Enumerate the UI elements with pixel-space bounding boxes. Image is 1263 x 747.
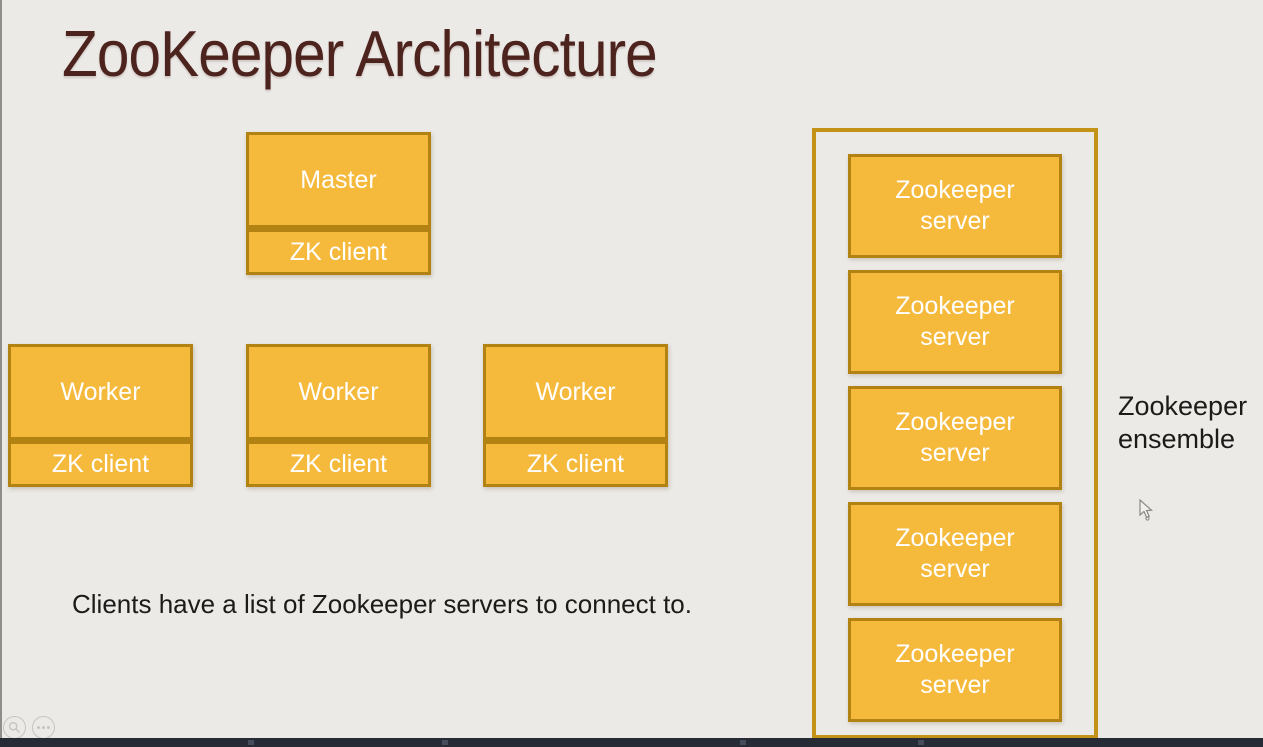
magnifier-glyph: [8, 721, 20, 733]
worker-box-main: Worker: [11, 347, 190, 437]
server-label-line2: server: [920, 555, 990, 583]
master-box: Master ZK client: [246, 132, 431, 275]
master-box-main: Master: [249, 135, 428, 225]
zookeeper-server-box-5: Zookeeper server: [848, 618, 1062, 722]
worker-zk-client: ZK client: [11, 444, 190, 484]
worker-label: Worker: [535, 377, 616, 406]
ellipsis-dot: [42, 726, 45, 729]
zookeeper-server-box-4: Zookeeper server: [848, 502, 1062, 606]
worker-zk-client: ZK client: [249, 444, 428, 484]
worker-box-3: Worker ZK client: [483, 344, 668, 487]
more-options-icon[interactable]: [32, 716, 55, 739]
ellipsis-dot: [47, 726, 50, 729]
ensemble-label: Zookeeper ensemble: [1118, 390, 1247, 456]
server-label-line2: server: [920, 671, 990, 699]
server-label-line1: Zookeeper: [895, 408, 1015, 436]
worker-zk-client: ZK client: [486, 444, 665, 484]
server-label-line2: server: [920, 439, 990, 467]
zookeeper-server-box-3: Zookeeper server: [848, 386, 1062, 490]
zookeeper-ensemble-container: Zookeeper server Zookeeper server Zookee…: [812, 128, 1098, 739]
screen-left-edge: [0, 0, 2, 738]
server-label-line1: Zookeeper: [895, 524, 1015, 552]
worker-zk-client-label: ZK client: [526, 449, 625, 478]
progress-marker: [248, 740, 254, 745]
ellipsis-dot: [37, 726, 40, 729]
master-zk-client: ZK client: [249, 232, 428, 272]
zookeeper-server-box-2: Zookeeper server: [848, 270, 1062, 374]
server-label-line2: server: [920, 207, 990, 235]
worker-box-main: Worker: [486, 347, 665, 437]
page-title: ZooKeeper Architecture: [62, 17, 658, 90]
ensemble-label-line2: ensemble: [1118, 424, 1236, 454]
worker-box-1: Worker ZK client: [8, 344, 193, 487]
worker-label: Worker: [298, 377, 379, 406]
zookeeper-server-box-1: Zookeeper server: [848, 154, 1062, 258]
server-label-line2: server: [920, 323, 990, 351]
server-label-line1: Zookeeper: [895, 292, 1015, 320]
worker-label: Worker: [60, 377, 141, 406]
progress-marker: [740, 740, 746, 745]
worker-box-2: Worker ZK client: [246, 344, 431, 487]
worker-zk-client-label: ZK client: [289, 449, 388, 478]
worker-box-main: Worker: [249, 347, 428, 437]
mouse-cursor-icon: [1139, 499, 1153, 521]
server-label-line1: Zookeeper: [895, 176, 1015, 204]
master-zk-client-label: ZK client: [289, 237, 388, 266]
ensemble-label-line1: Zookeeper: [1118, 391, 1248, 421]
master-label: Master: [300, 165, 377, 194]
zoom-icon[interactable]: [3, 716, 26, 739]
progress-marker: [442, 740, 448, 745]
video-progress-bar[interactable]: [0, 738, 1263, 747]
server-label-line1: Zookeeper: [895, 640, 1015, 668]
progress-marker: [918, 740, 924, 745]
worker-zk-client-label: ZK client: [51, 449, 150, 478]
caption-text: Clients have a list of Zookeeper servers…: [72, 589, 692, 619]
